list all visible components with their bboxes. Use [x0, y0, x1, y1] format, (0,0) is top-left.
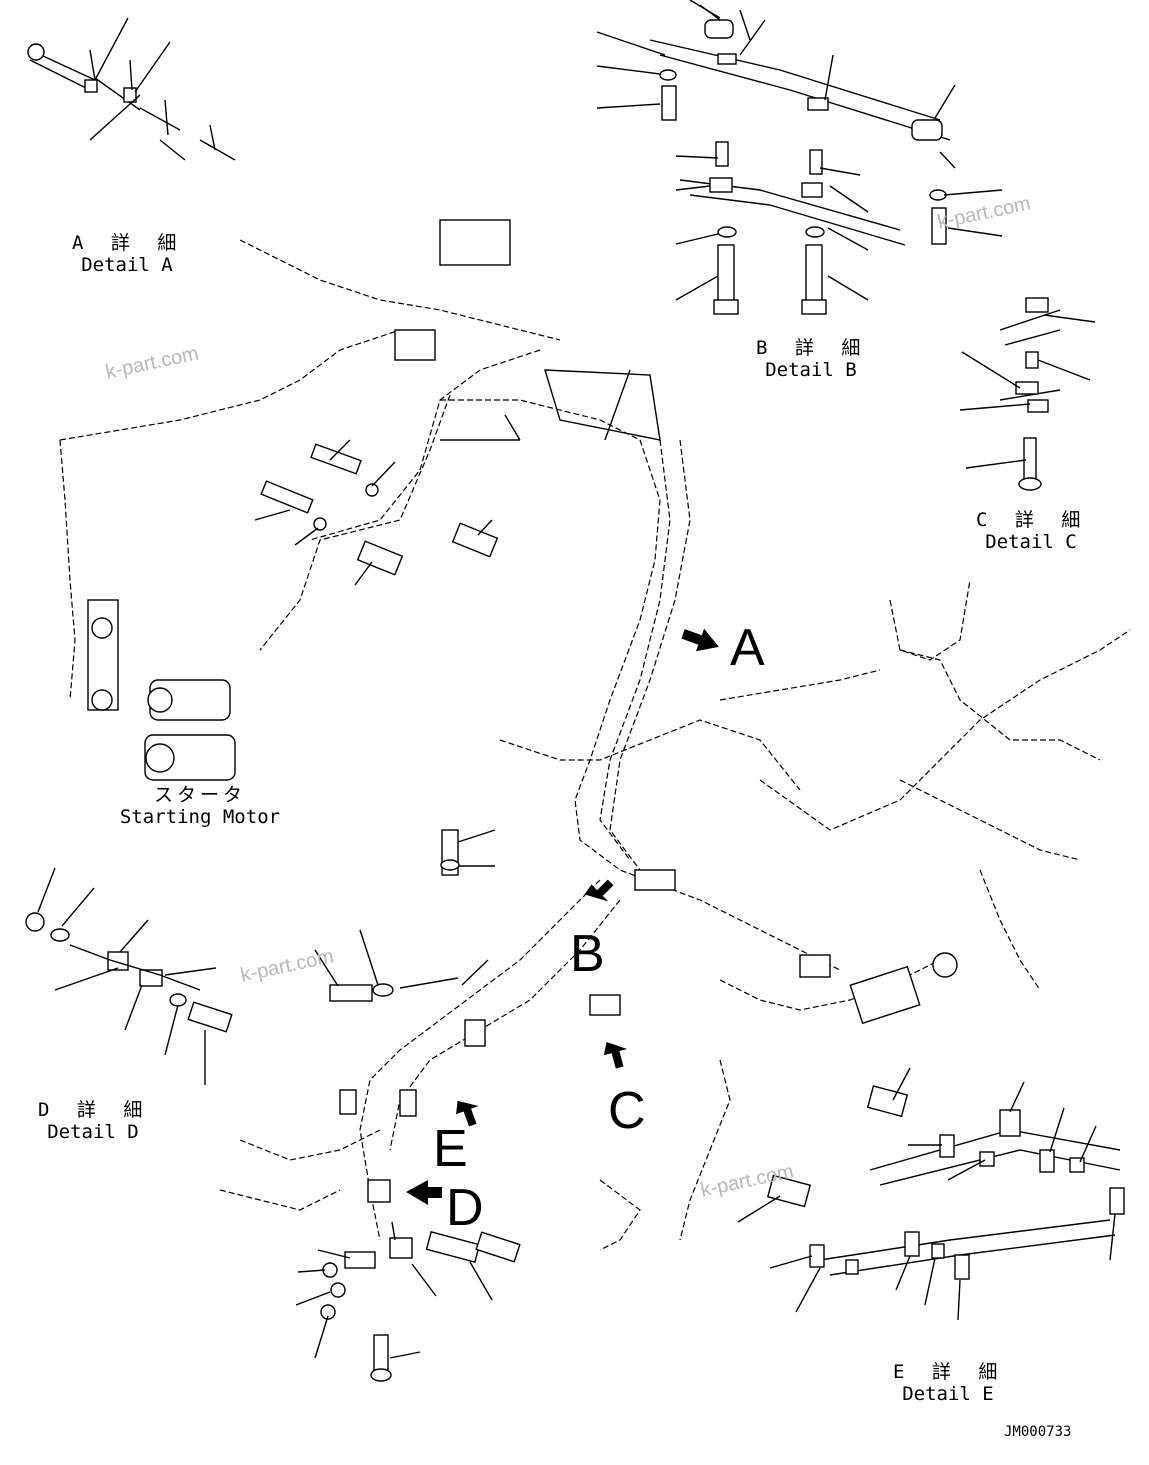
- starter-motor-label: スタータ Starting Motor: [100, 784, 300, 828]
- view-letter-c: C: [608, 1082, 646, 1140]
- main-harness: [59, 219, 1131, 1251]
- detail-a-jp: A 詳 細: [72, 232, 185, 254]
- detail-a-label: A 詳 細 Detail A: [72, 232, 182, 276]
- misc-leaders: [440, 369, 661, 441]
- detail-b-en: Detail B: [765, 359, 857, 381]
- detail-b-label: B 詳 細 Detail B: [756, 337, 866, 381]
- view-letter-e: E: [433, 1120, 468, 1178]
- detail-c-jp: C 詳 細: [976, 509, 1089, 531]
- lower-clamp-cluster: [295, 1221, 521, 1382]
- detail-c-en: Detail C: [985, 531, 1077, 553]
- detail-a-drawing: [27, 17, 236, 161]
- view-letter-a: A: [730, 619, 765, 677]
- starter-jp: スタータ: [153, 784, 246, 806]
- detail-e-drawing: [737, 1067, 1125, 1321]
- starter-motor-drawing: [87, 599, 236, 781]
- detail-d-en: Detail D: [47, 1121, 139, 1143]
- detail-a-en: Detail A: [81, 254, 173, 276]
- detail-c-label: C 詳 細 Detail C: [976, 509, 1086, 553]
- view-letter-b: B: [570, 925, 605, 983]
- detail-c-drawing: [959, 297, 1096, 491]
- drawing-code: JM000733: [1004, 1424, 1072, 1440]
- detail-d-jp: D 詳 細: [38, 1099, 151, 1121]
- center-fasteners: [254, 439, 499, 1002]
- detail-b-drawing: [596, 0, 1003, 315]
- view-letter-d: D: [446, 1179, 484, 1237]
- starter-en: Starting Motor: [119, 806, 281, 828]
- detail-e-label: E 詳 細 Detail E: [893, 1361, 1003, 1405]
- detail-b-jp: B 詳 細: [756, 337, 869, 359]
- detail-d-drawing: [25, 867, 233, 1085]
- detail-e-en: Detail E: [902, 1383, 994, 1405]
- view-arrows: [406, 628, 719, 1205]
- detail-d-label: D 詳 細 Detail D: [38, 1099, 148, 1143]
- detail-e-jp: E 詳 細: [893, 1361, 1006, 1383]
